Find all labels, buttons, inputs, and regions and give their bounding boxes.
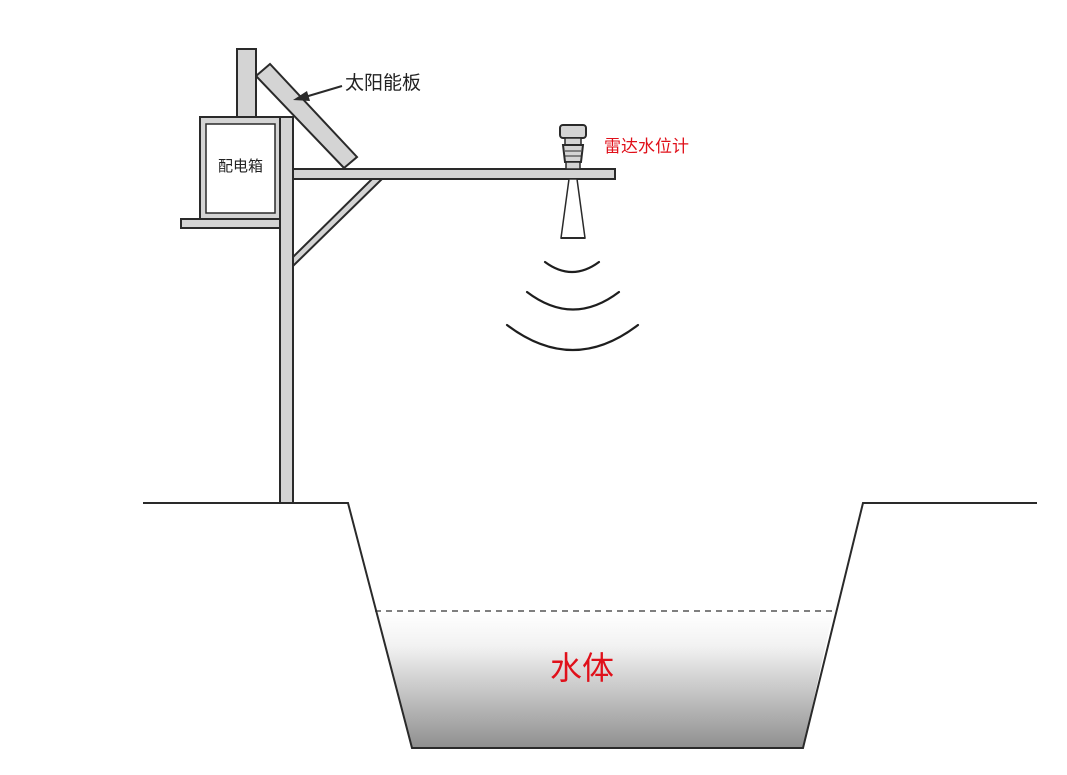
box-vent (236, 48, 257, 119)
ground-profile (143, 502, 1037, 749)
radar-gauge-icon (559, 124, 587, 239)
radar-gauge-label: 雷达水位计 (604, 137, 689, 157)
distribution-box-panel (205, 123, 276, 214)
solar-panel-pointer (293, 85, 343, 101)
water-body-label: 水体 (550, 649, 614, 687)
solar-panel (254, 62, 359, 170)
horizontal-arm (292, 168, 616, 180)
diagonal-brace (292, 178, 385, 269)
distribution-box-label: 配电箱 (218, 157, 263, 175)
main-pole (279, 116, 294, 504)
water-body (375, 612, 833, 748)
solar-panel-label: 太阳能板 (345, 72, 421, 94)
box-shelf (180, 218, 287, 229)
signal-waves-icon (505, 260, 640, 351)
